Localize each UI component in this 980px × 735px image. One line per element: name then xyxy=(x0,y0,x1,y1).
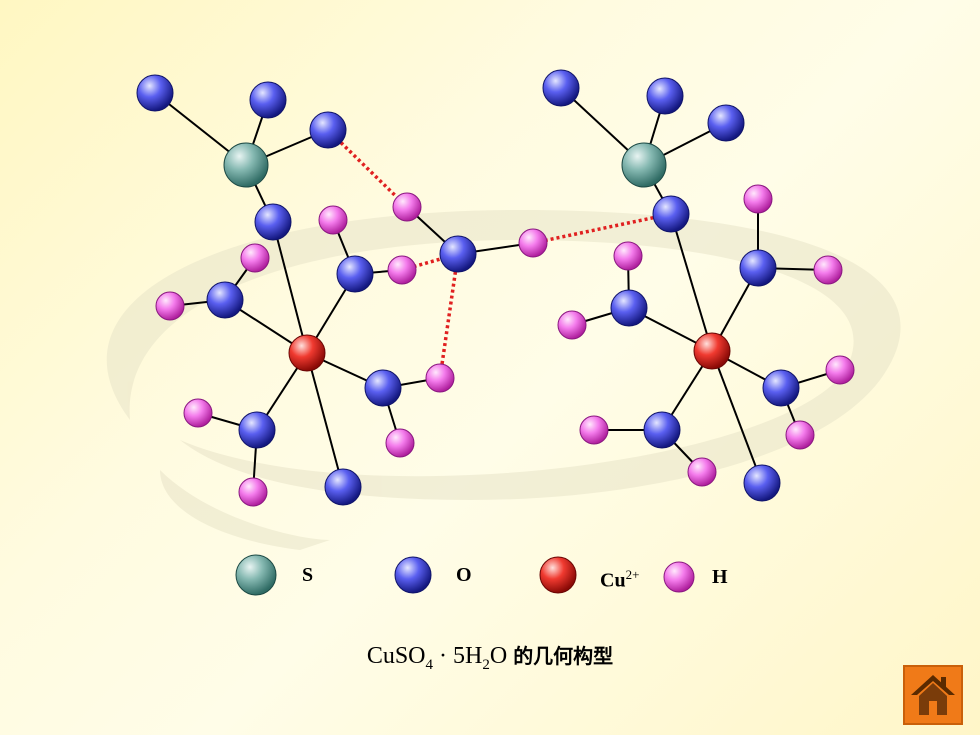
hydrogen-atom xyxy=(240,243,270,273)
legend-o-label: O xyxy=(456,564,472,586)
formula-dot: · xyxy=(439,643,447,669)
oxygen-atom xyxy=(238,411,276,449)
hydrogen-atom xyxy=(155,291,185,321)
oxygen-atom xyxy=(324,468,362,506)
background-watermark xyxy=(106,210,901,550)
oxygen-atom xyxy=(136,74,174,112)
hydrogen-atom xyxy=(318,205,348,235)
hydrogen-atom xyxy=(743,184,773,214)
legend-s-label: S xyxy=(302,564,314,586)
hydrogen-atom xyxy=(183,398,213,428)
home-button[interactable] xyxy=(903,665,963,725)
oxygen-atom xyxy=(652,195,690,233)
oxygen-atom xyxy=(542,69,580,107)
hydrogen-atom xyxy=(687,457,717,487)
atoms xyxy=(136,69,855,507)
diagram-caption: CuSO4 · 5H2O 的几何构型 xyxy=(0,640,980,674)
oxygen-atom xyxy=(206,281,244,319)
oxygen-atom xyxy=(739,249,777,287)
formula-mid: 5H xyxy=(453,643,483,669)
oxygen-atom xyxy=(249,81,287,119)
hydrogen-atom xyxy=(387,255,417,285)
copper-atom xyxy=(288,334,326,372)
oxygen-atom xyxy=(707,104,745,142)
oxygen-atom xyxy=(336,255,374,293)
sulfur-atom xyxy=(223,142,269,188)
legend-copper-symbol xyxy=(539,556,577,594)
hydrogen-atom xyxy=(579,415,609,445)
hydrogen-atom xyxy=(425,363,455,393)
hydrogen-atom xyxy=(785,420,815,450)
legend-cu-charge: 2+ xyxy=(625,567,640,582)
hydrogen-atom xyxy=(385,428,415,458)
oxygen-atom xyxy=(309,111,347,149)
legend-cu-label: Cu2+ xyxy=(600,563,639,593)
hydrogen-atom xyxy=(813,255,843,285)
oxygen-atom xyxy=(643,411,681,449)
legend-oxygen-symbol xyxy=(394,556,432,594)
sulfur-atom xyxy=(621,142,667,188)
oxygen-atom xyxy=(439,235,477,273)
oxygen-atom xyxy=(743,464,781,502)
oxygen-atom xyxy=(254,203,292,241)
hydrogen-atoms xyxy=(155,184,855,507)
hydrogen-atom xyxy=(238,477,268,507)
home-icon xyxy=(911,675,955,715)
hydrogen-atom xyxy=(557,310,587,340)
formula-sub1: 4 xyxy=(425,656,434,673)
legend-sulfur-symbol xyxy=(235,554,277,596)
copper-atom xyxy=(693,332,731,370)
oxygen-atom xyxy=(646,77,684,115)
hydrogen-atom xyxy=(613,241,643,271)
formula-prefix: CuSO xyxy=(366,643,426,669)
hydrogen-atom xyxy=(825,355,855,385)
legend-hydrogen-symbol xyxy=(663,561,695,593)
hydrogen-atom xyxy=(518,228,548,258)
hydrogen-atom xyxy=(392,192,422,222)
formula-sub2: 2 xyxy=(482,656,490,673)
oxygen-atoms xyxy=(136,69,800,506)
oxygen-atom xyxy=(364,369,402,407)
formula-end: O xyxy=(489,643,508,669)
legend-symbols xyxy=(235,554,695,596)
oxygen-atom xyxy=(610,289,648,327)
oxygen-atom xyxy=(762,369,800,407)
legend-cu-symbol-text: Cu xyxy=(600,569,626,592)
legend-h-label: H xyxy=(712,566,728,588)
caption-title: 的几何构型 xyxy=(513,644,614,668)
